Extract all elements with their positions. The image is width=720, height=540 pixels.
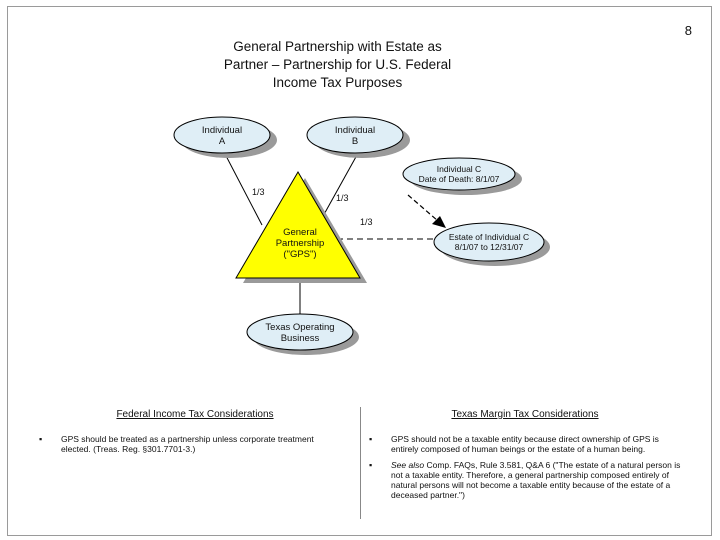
individual-c-line2: Date of Death: 8/1/07 — [418, 174, 500, 184]
death-arrow-line — [407, 194, 439, 222]
see-also-italic: See also — [391, 460, 425, 470]
federal-heading: Federal Income Tax Considerations — [116, 409, 274, 420]
texas-bullet-item-1: GPS should not be a taxable entity becau… — [369, 434, 684, 454]
estate-line2: 8/1/07 to 12/31/07 — [454, 242, 524, 252]
federal-bullet-item: GPS should be treated as a partnership u… — [39, 434, 329, 454]
individual-b-label: Individual B — [315, 125, 395, 147]
business-line1: Texas Operating — [265, 322, 335, 333]
estate-line1: Estate of Individual C — [448, 232, 530, 242]
share-b-label: 1/3 — [336, 193, 349, 203]
individual-b-node — [306, 116, 404, 154]
line-b-to-gps — [321, 154, 358, 219]
individual-c-label: Individual C Date of Death: 8/1/07 — [404, 164, 514, 184]
share-a-label: 1/3 — [252, 187, 265, 197]
column-divider — [360, 407, 361, 519]
business-label: Texas Operating Business — [252, 322, 348, 344]
individual-a-node — [173, 116, 271, 154]
texas-bullet-item-2: See also Comp. FAQs, Rule 3.581, Q&A 6 (… — [369, 460, 684, 500]
page-number: 8 — [684, 23, 692, 38]
individual-c-line1: Individual C — [436, 164, 482, 174]
texas-bullet-2-text: Comp. FAQs, Rule 3.581, Q&A 6 ("The esta… — [391, 460, 681, 500]
business-node — [246, 313, 354, 351]
gps-label: General Partnership ("GPS") — [262, 227, 338, 260]
individual-c-node — [402, 157, 516, 191]
individual-a-line1: Individual — [201, 125, 243, 136]
individual-b-line2: B — [351, 136, 359, 147]
gps-line3: ("GPS") — [283, 249, 317, 260]
gps-line1: General — [283, 227, 317, 238]
texas-heading: Texas Margin Tax Considerations — [451, 409, 599, 420]
slide-title: General Partnership with Estate as Partn… — [190, 38, 485, 92]
title-line-3: Income Tax Purposes — [272, 75, 403, 90]
individual-b-line1: Individual — [334, 125, 376, 136]
gps-line2: Partnership — [275, 238, 325, 249]
slide-frame — [7, 6, 712, 536]
business-line2: Business — [280, 333, 320, 344]
individual-a-label: Individual A — [182, 125, 262, 147]
individual-a-line2: A — [218, 136, 226, 147]
title-line-2: Partner – Partnership for U.S. Federal — [223, 57, 452, 72]
federal-bullet-list: GPS should be treated as a partnership u… — [39, 434, 329, 460]
texas-bullet-list: GPS should not be a taxable entity becau… — [369, 434, 684, 506]
line-a-to-gps — [223, 151, 263, 226]
title-line-1: General Partnership with Estate as — [233, 39, 442, 54]
estate-node — [433, 222, 545, 262]
share-estate-label: 1/3 — [360, 217, 373, 227]
estate-label: Estate of Individual C 8/1/07 to 12/31/0… — [436, 232, 542, 252]
gps-triangle — [235, 171, 361, 279]
death-arrow-head — [432, 216, 446, 228]
